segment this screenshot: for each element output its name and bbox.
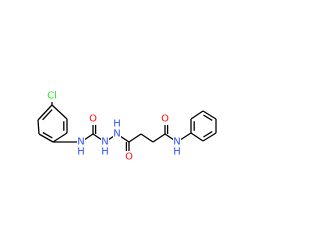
- urea-nitrogen-aryl-h-label: H: [77, 147, 85, 158]
- bond-c2-c3: [128, 133, 142, 143]
- hydrazide-nitrogen-2-label: N: [113, 129, 120, 140]
- succinyl-oxygen-1-label-bg: [125, 151, 133, 163]
- bond-cb3-cb4-second: [203, 114, 213, 121]
- bond-ca3-ca4: [38, 133, 54, 143]
- succinyl-oxygen-2-label: O: [161, 114, 169, 125]
- chlorine-atom-label-bg: [45, 90, 59, 102]
- urea-nitrogen-aryl-label-bg: [77, 136, 85, 148]
- bond-ca3-ca4-second: [42, 131, 53, 139]
- anilide-nitrogen-label: N: [173, 137, 180, 148]
- hydrazide-nitrogen-1-label: N: [101, 137, 108, 148]
- urea-oxygen-label-bg: [89, 113, 97, 125]
- bond-cb5-cb6: [202, 132, 217, 142]
- bond-c3-c4: [140, 133, 154, 143]
- bond-ca1-ca2-second: [42, 109, 53, 121]
- succinyl-oxygen-2-label-bg: [161, 113, 169, 125]
- succinyl-oxygen-1-label: O: [125, 152, 133, 163]
- bond-ca1-ca2: [37, 104, 53, 121]
- bond-cb3-cb4: [202, 110, 217, 120]
- bond-cb6-cb1: [190, 132, 204, 142]
- hydrazide-nitrogen-1-h-label: H: [101, 147, 109, 158]
- urea-oxygen-label: O: [89, 114, 97, 125]
- bond-ca2-ca3: [37, 119, 40, 135]
- hydrazide-nitrogen-1-label-bg: [101, 136, 109, 148]
- hydrazide-nitrogen-2-h-label: H: [113, 119, 121, 130]
- anilide-nitrogen-label-bg: [173, 136, 181, 148]
- chlorine-atom-label: Cl: [47, 91, 57, 102]
- anilide-nitrogen-h-label: H: [173, 147, 181, 158]
- bond-ca4-ca5: [52, 132, 68, 143]
- bond-c4-c5: [152, 133, 166, 143]
- hydrazide-nitrogen-2-label-bg: [113, 128, 121, 140]
- bond-layer: [37, 92, 217, 155]
- bond-ca6-ca1: [51, 104, 68, 120]
- urea-nitrogen-aryl-label: N: [77, 137, 84, 148]
- bond-cb5-cb6-second: [203, 131, 213, 138]
- bond-cb2-cb3: [190, 110, 204, 120]
